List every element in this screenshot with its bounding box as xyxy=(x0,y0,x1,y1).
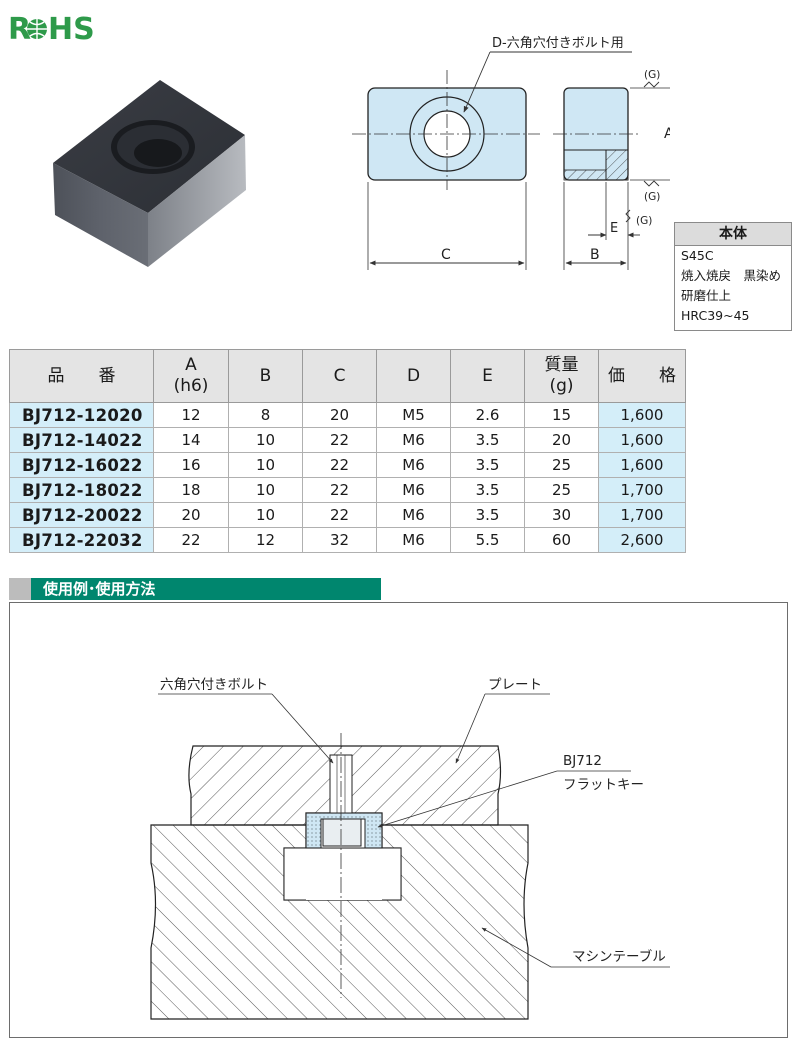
cell-a: 16 xyxy=(153,452,229,478)
key-model-callout: BJ712 xyxy=(563,753,602,769)
cell-price: 2,600 xyxy=(598,527,686,553)
table-row: BJ712-12020 12 8 20 M5 2.6 15 1,600 xyxy=(9,402,686,428)
cell-b: 12 xyxy=(228,527,303,553)
cell-c: 32 xyxy=(302,527,377,553)
material-line: HRC39~45 xyxy=(681,308,750,323)
tol-g-side: (G) xyxy=(636,215,652,227)
cell-model: BJ712-14022 xyxy=(9,427,154,453)
col-b: B xyxy=(228,349,303,403)
usage-assembly-drawing: 六角穴付きボルト プレート BJ712 フラットキー マシンテーブル xyxy=(150,677,670,1020)
cell-c: 22 xyxy=(302,452,377,478)
cell-c: 22 xyxy=(302,477,377,503)
cell-a: 22 xyxy=(153,527,229,553)
cell-d: M6 xyxy=(376,527,451,553)
cell-model: BJ712-22032 xyxy=(9,527,154,553)
material-line: S45C xyxy=(681,248,714,263)
col-e: E xyxy=(450,349,525,403)
col-a: A(h6) xyxy=(153,349,229,403)
cell-b: 10 xyxy=(228,502,303,528)
cell-weight: 25 xyxy=(524,477,599,503)
bolt-label: D-六角穴付きボルト用 xyxy=(492,36,624,51)
spec-header-row: 品 番 A(h6) B C D E 質量(g) 価 格 xyxy=(9,349,686,403)
cell-d: M6 xyxy=(376,477,451,503)
cell-d: M6 xyxy=(376,452,451,478)
cell-price: 1,600 xyxy=(598,452,686,478)
key-name-callout: フラットキー xyxy=(563,777,644,793)
cell-model: BJ712-16022 xyxy=(9,452,154,478)
cell-model: BJ712-20022 xyxy=(9,502,154,528)
cell-c: 20 xyxy=(302,402,377,428)
col-weight: 質量(g) xyxy=(524,349,599,403)
usage-frame xyxy=(9,602,788,1038)
cell-price: 1,700 xyxy=(598,477,686,503)
cell-b: 10 xyxy=(228,477,303,503)
table-row: BJ712-14022 14 10 22 M6 3.5 20 1,600 xyxy=(9,427,686,453)
col-model: 品 番 xyxy=(9,349,154,403)
cell-b: 10 xyxy=(228,427,303,453)
cell-e: 3.5 xyxy=(450,427,525,453)
cell-d: M5 xyxy=(376,402,451,428)
cell-model: BJ712-12020 xyxy=(9,402,154,428)
spec-table: 品 番 A(h6) B C D E 質量(g) 価 格 BJ712-12020 … xyxy=(9,349,686,553)
cell-price: 1,600 xyxy=(598,402,686,428)
usage-section-header: 使用例･使用方法 xyxy=(9,578,381,600)
cell-weight: 20 xyxy=(524,427,599,453)
plate-callout: プレート xyxy=(488,677,542,693)
cell-e: 3.5 xyxy=(450,502,525,528)
material-line: 焼入焼戻 黒染め xyxy=(681,268,782,283)
table-row: BJ712-20022 20 10 22 M6 3.5 30 1,700 xyxy=(9,502,686,528)
table-row: BJ712-16022 16 10 22 M6 3.5 25 1,600 xyxy=(9,452,686,478)
product-photo xyxy=(53,80,246,267)
tol-g-top: (G) xyxy=(644,69,660,81)
col-price: 価 格 xyxy=(598,349,686,403)
cell-a: 18 xyxy=(153,477,229,503)
tol-g-bottom: (G) xyxy=(644,191,660,203)
dim-c-label: C xyxy=(441,247,451,263)
cell-a: 20 xyxy=(153,502,229,528)
technical-drawing: D-六角穴付きボルト用 C A (G) (G) (G) B E xyxy=(352,36,670,270)
cell-price: 1,600 xyxy=(598,427,686,453)
material-line: 研磨仕上 xyxy=(681,288,732,303)
table-callout: マシンテーブル xyxy=(572,948,666,965)
dim-e-label: E xyxy=(610,221,618,236)
cell-model: BJ712-18022 xyxy=(9,477,154,503)
material-header: 本体 xyxy=(675,223,791,246)
cell-weight: 25 xyxy=(524,452,599,478)
table-row: BJ712-18022 18 10 22 M6 3.5 25 1,700 xyxy=(9,477,686,503)
dim-b-label: B xyxy=(590,247,600,263)
col-c: C xyxy=(302,349,377,403)
cell-b: 8 xyxy=(228,402,303,428)
rohs-logo: R HS xyxy=(8,12,95,46)
col-d: D xyxy=(376,349,451,403)
cell-price: 1,700 xyxy=(598,502,686,528)
cell-c: 22 xyxy=(302,427,377,453)
table-row: BJ712-22032 22 12 32 M6 5.5 60 2,600 xyxy=(9,527,686,553)
cell-a: 12 xyxy=(153,402,229,428)
cell-e: 2.6 xyxy=(450,402,525,428)
rohs-letter-r: R xyxy=(8,12,31,46)
cell-a: 14 xyxy=(153,427,229,453)
bolt-callout: 六角穴付きボルト xyxy=(160,677,268,693)
cell-d: M6 xyxy=(376,502,451,528)
cell-weight: 60 xyxy=(524,527,599,553)
cell-weight: 15 xyxy=(524,402,599,428)
cell-e: 5.5 xyxy=(450,527,525,553)
cell-weight: 30 xyxy=(524,502,599,528)
cell-d: M6 xyxy=(376,427,451,453)
cell-c: 22 xyxy=(302,502,377,528)
usage-section-title: 使用例･使用方法 xyxy=(43,580,156,598)
rohs-letters-hs: HS xyxy=(48,12,95,46)
cell-e: 3.5 xyxy=(450,477,525,503)
cell-b: 10 xyxy=(228,452,303,478)
material-box: 本体 S45C 焼入焼戻 黒染め 研磨仕上 HRC39~45 xyxy=(674,222,792,331)
cell-e: 3.5 xyxy=(450,452,525,478)
dim-a-label: A xyxy=(664,126,670,142)
